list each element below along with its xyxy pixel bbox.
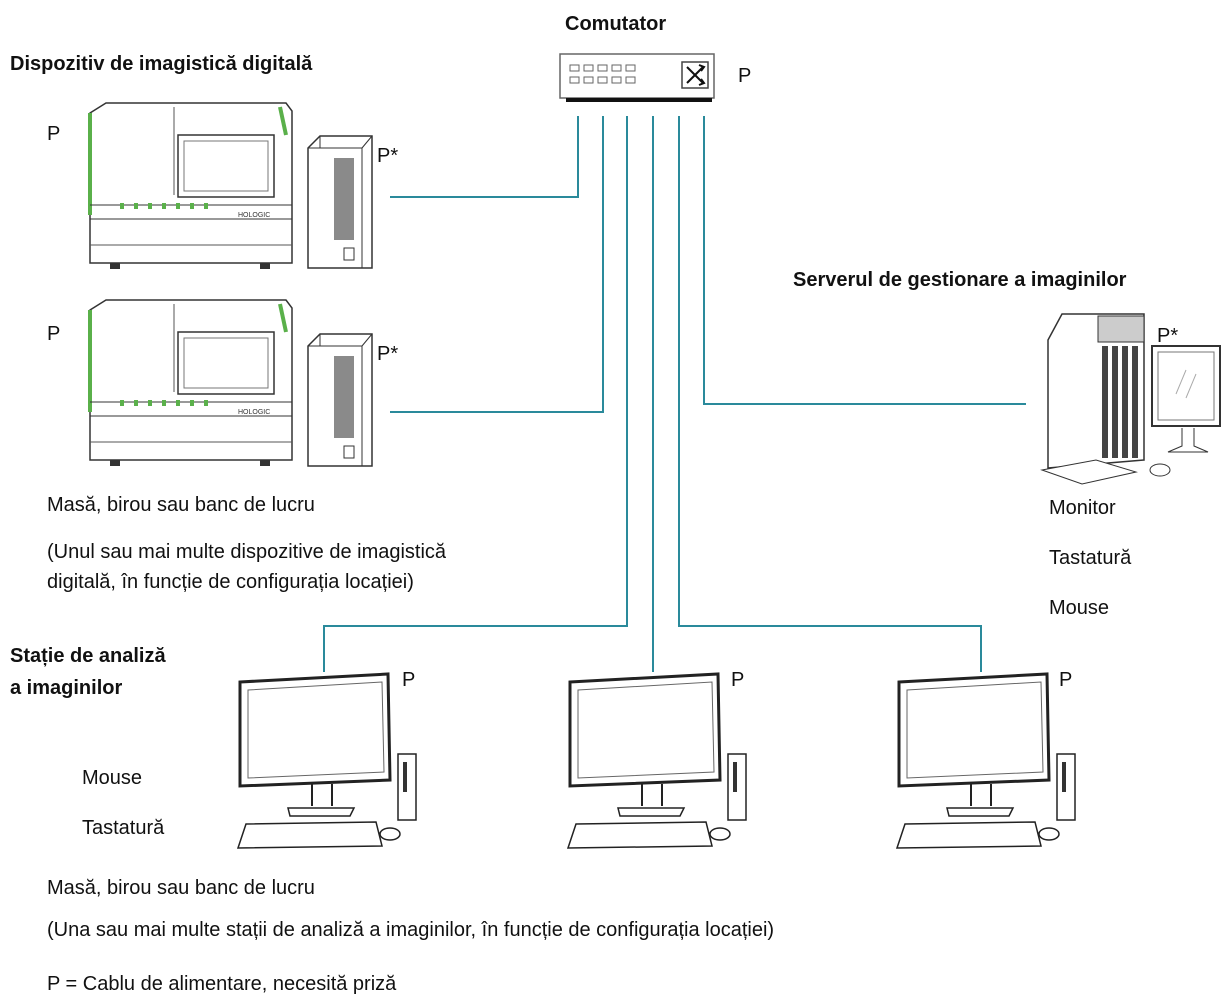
server-peripheral-monitor: Monitor bbox=[1049, 497, 1116, 519]
imaging-device-2-computer-icon bbox=[307, 333, 373, 467]
review-table-label: Masă, birou sau banc de lucru bbox=[47, 877, 315, 899]
review-station-2-icon bbox=[566, 672, 747, 849]
switch-title: Comutator bbox=[565, 13, 667, 35]
imaging-device-2-icon: HOLOGIC bbox=[88, 299, 293, 466]
review-station-title-line1: Stație de analiză bbox=[10, 645, 166, 667]
review-station-2-power-label: P bbox=[731, 669, 745, 691]
review-station-peripheral-mouse: Mouse bbox=[82, 767, 143, 789]
server-title: Serverul de gestionare a imaginilor bbox=[793, 269, 1127, 291]
imaging-device-1-power-label: P bbox=[47, 123, 61, 145]
cable-to-imaging-device-2 bbox=[390, 116, 604, 413]
cable-to-review-station-1 bbox=[323, 116, 628, 672]
imaging-device-2-pc-power-label: P* bbox=[377, 343, 399, 365]
imaging-note-line2: digitală, în funcție de configurația loc… bbox=[47, 571, 414, 593]
review-station-1-power-label: P bbox=[402, 669, 416, 691]
legend-power-note: P = Cablu de alimentare, necesită priză bbox=[47, 973, 397, 995]
review-station-1-icon bbox=[236, 672, 417, 849]
imaging-table-label: Masă, birou sau banc de lucru bbox=[47, 494, 315, 516]
review-note: (Una sau mai multe stații de analiză a i… bbox=[47, 919, 775, 941]
image-server-icon bbox=[1040, 313, 1221, 485]
review-station-title-line2: a imaginilor bbox=[10, 677, 123, 699]
cable-to-server bbox=[703, 116, 1026, 405]
imaging-device-1-pc-power-label: P* bbox=[377, 145, 399, 167]
imaging-device-1-computer-icon bbox=[307, 135, 373, 269]
review-station-peripheral-keyboard: Tastatură bbox=[82, 817, 165, 839]
cable-to-imaging-device-1 bbox=[390, 116, 579, 198]
imaging-device-title: Dispozitiv de imagistică digitală bbox=[10, 53, 313, 75]
imaging-device-1-icon: HOLOGIC bbox=[88, 102, 293, 269]
review-station-3-power-label: P bbox=[1059, 669, 1073, 691]
review-station-3-icon bbox=[895, 672, 1076, 849]
svg-text:HOLOGIC: HOLOGIC bbox=[238, 409, 270, 416]
cable-to-review-station-3 bbox=[678, 116, 982, 672]
server-peripheral-mouse: Mouse bbox=[1049, 597, 1110, 619]
server-peripheral-keyboard: Tastatură bbox=[1049, 547, 1132, 569]
server-power-label: P* bbox=[1157, 325, 1179, 347]
network-switch-icon bbox=[559, 53, 715, 102]
imaging-device-2-power-label: P bbox=[47, 323, 61, 345]
svg-text:HOLOGIC: HOLOGIC bbox=[238, 212, 270, 219]
imaging-note-line1: (Unul sau mai multe dispozitive de imagi… bbox=[47, 541, 447, 563]
switch-power-label: P bbox=[738, 65, 752, 87]
